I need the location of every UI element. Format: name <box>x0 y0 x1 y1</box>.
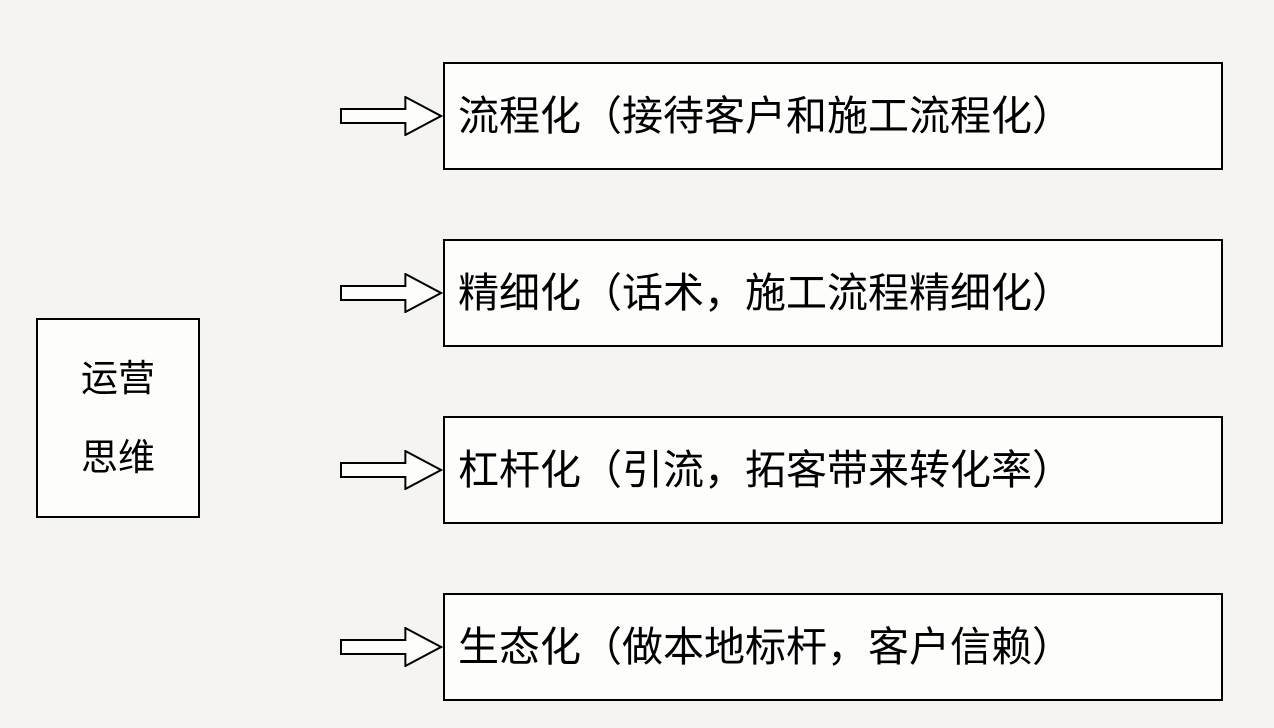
item-label: 生态化（做本地标杆，客户信赖） <box>458 622 1073 671</box>
right-arrow-icon <box>340 96 443 136</box>
right-arrow-icon <box>340 450 443 490</box>
diagram-row: 生态化（做本地标杆，客户信赖） <box>340 593 1223 701</box>
diagram-row: 杠杆化（引流，拓客带来转化率） <box>340 416 1223 524</box>
item-label: 流程化（接待客户和施工流程化） <box>458 91 1073 140</box>
item-box: 精细化（话术，施工流程精细化） <box>443 239 1223 347</box>
right-arrow-icon <box>340 627 443 667</box>
source-label-line2: 思维 <box>81 436 155 479</box>
right-arrow-icon <box>340 273 443 313</box>
diagram-rows: 流程化（接待客户和施工流程化） 精细化（话术，施工流程精细化） 杠杆化（引流，拓… <box>340 62 1223 701</box>
diagram-row: 精细化（话术，施工流程精细化） <box>340 239 1223 347</box>
source-box: 运营 思维 <box>36 318 200 518</box>
item-label: 杠杆化（引流，拓客带来转化率） <box>458 445 1073 494</box>
item-box: 生态化（做本地标杆，客户信赖） <box>443 593 1223 701</box>
diagram-row: 流程化（接待客户和施工流程化） <box>340 62 1223 170</box>
item-box: 流程化（接待客户和施工流程化） <box>443 62 1223 170</box>
item-box: 杠杆化（引流，拓客带来转化率） <box>443 416 1223 524</box>
source-label-line1: 运营 <box>81 357 155 400</box>
item-label: 精细化（话术，施工流程精细化） <box>458 268 1073 317</box>
